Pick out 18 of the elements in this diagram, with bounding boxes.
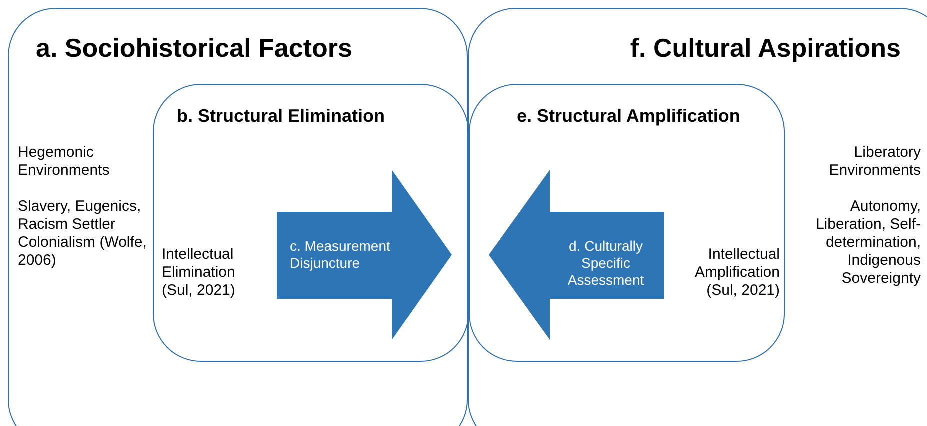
panel-text: Slavery, Eugenics, Racism Settler Colonialism (Wolfe, 2006) bbox=[18, 198, 148, 270]
panel-heading: e. Structural Amplification bbox=[517, 106, 742, 128]
panel-text: Intellectual Elimination (Sul, 2021) bbox=[162, 246, 236, 300]
group-panel bbox=[153, 84, 469, 362]
group-panel bbox=[468, 8, 927, 426]
panel-heading: f. Cultural Aspirations bbox=[629, 33, 901, 64]
panel-heading: a. Sociohistorical Factors bbox=[36, 33, 354, 64]
group-panel bbox=[469, 84, 785, 362]
panel-text: Hegemonic Environments bbox=[18, 144, 111, 180]
panel-text: Intellectual Amplification (Sul, 2021) bbox=[694, 246, 780, 300]
panel-heading: b. Structural Elimination bbox=[177, 106, 386, 128]
group-panel bbox=[8, 8, 468, 426]
panel-text: Autonomy, Liberation, Self-determination, Indigenous Sovereignty bbox=[814, 198, 921, 288]
arrow-label: d. Culturally Specific Assessment bbox=[566, 238, 646, 288]
panel-text: Liberatory Environments bbox=[828, 144, 921, 180]
block-arrow bbox=[489, 170, 664, 340]
arrow-label: c. Measurement Disjuncture bbox=[290, 238, 392, 272]
block-arrow bbox=[277, 170, 452, 340]
